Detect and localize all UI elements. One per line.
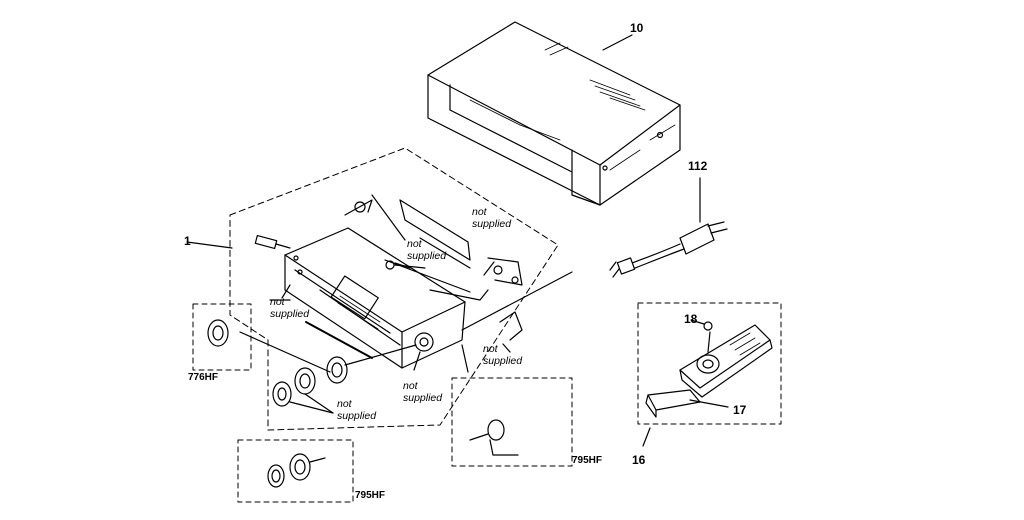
callout-part-18: 18	[684, 312, 698, 326]
callout-part-10: 10	[630, 21, 644, 35]
note-not-supplied-1: not supplied	[472, 206, 512, 230]
note-not-supplied-5: not supplied	[403, 380, 443, 404]
variant-795hf-right-box	[451, 377, 573, 467]
variant-776hf-box	[192, 303, 252, 371]
callout-part-112: 112	[688, 159, 708, 173]
remote-control-drawing	[637, 302, 782, 447]
note-not-supplied-6: not supplied	[337, 398, 377, 422]
note-not-supplied-3: not supplied	[270, 296, 310, 320]
cabinet-cover-drawing	[427, 21, 681, 206]
note-not-supplied-2: not supplied	[407, 238, 447, 262]
note-not-supplied-4: not supplied	[483, 343, 523, 367]
callout-part-17: 17	[733, 403, 747, 417]
variant-label-795hf-bottom: 795HF	[355, 490, 386, 501]
power-cord-drawing	[609, 177, 728, 278]
variant-label-776hf: 776HF	[188, 372, 219, 383]
callout-part-16: 16	[632, 453, 646, 467]
front-panel-assembly-drawing	[186, 147, 573, 431]
variant-label-795hf-right: 795HF	[572, 455, 603, 466]
callout-part-1: 1	[184, 234, 191, 248]
variant-795hf-bottom-box	[237, 439, 354, 503]
